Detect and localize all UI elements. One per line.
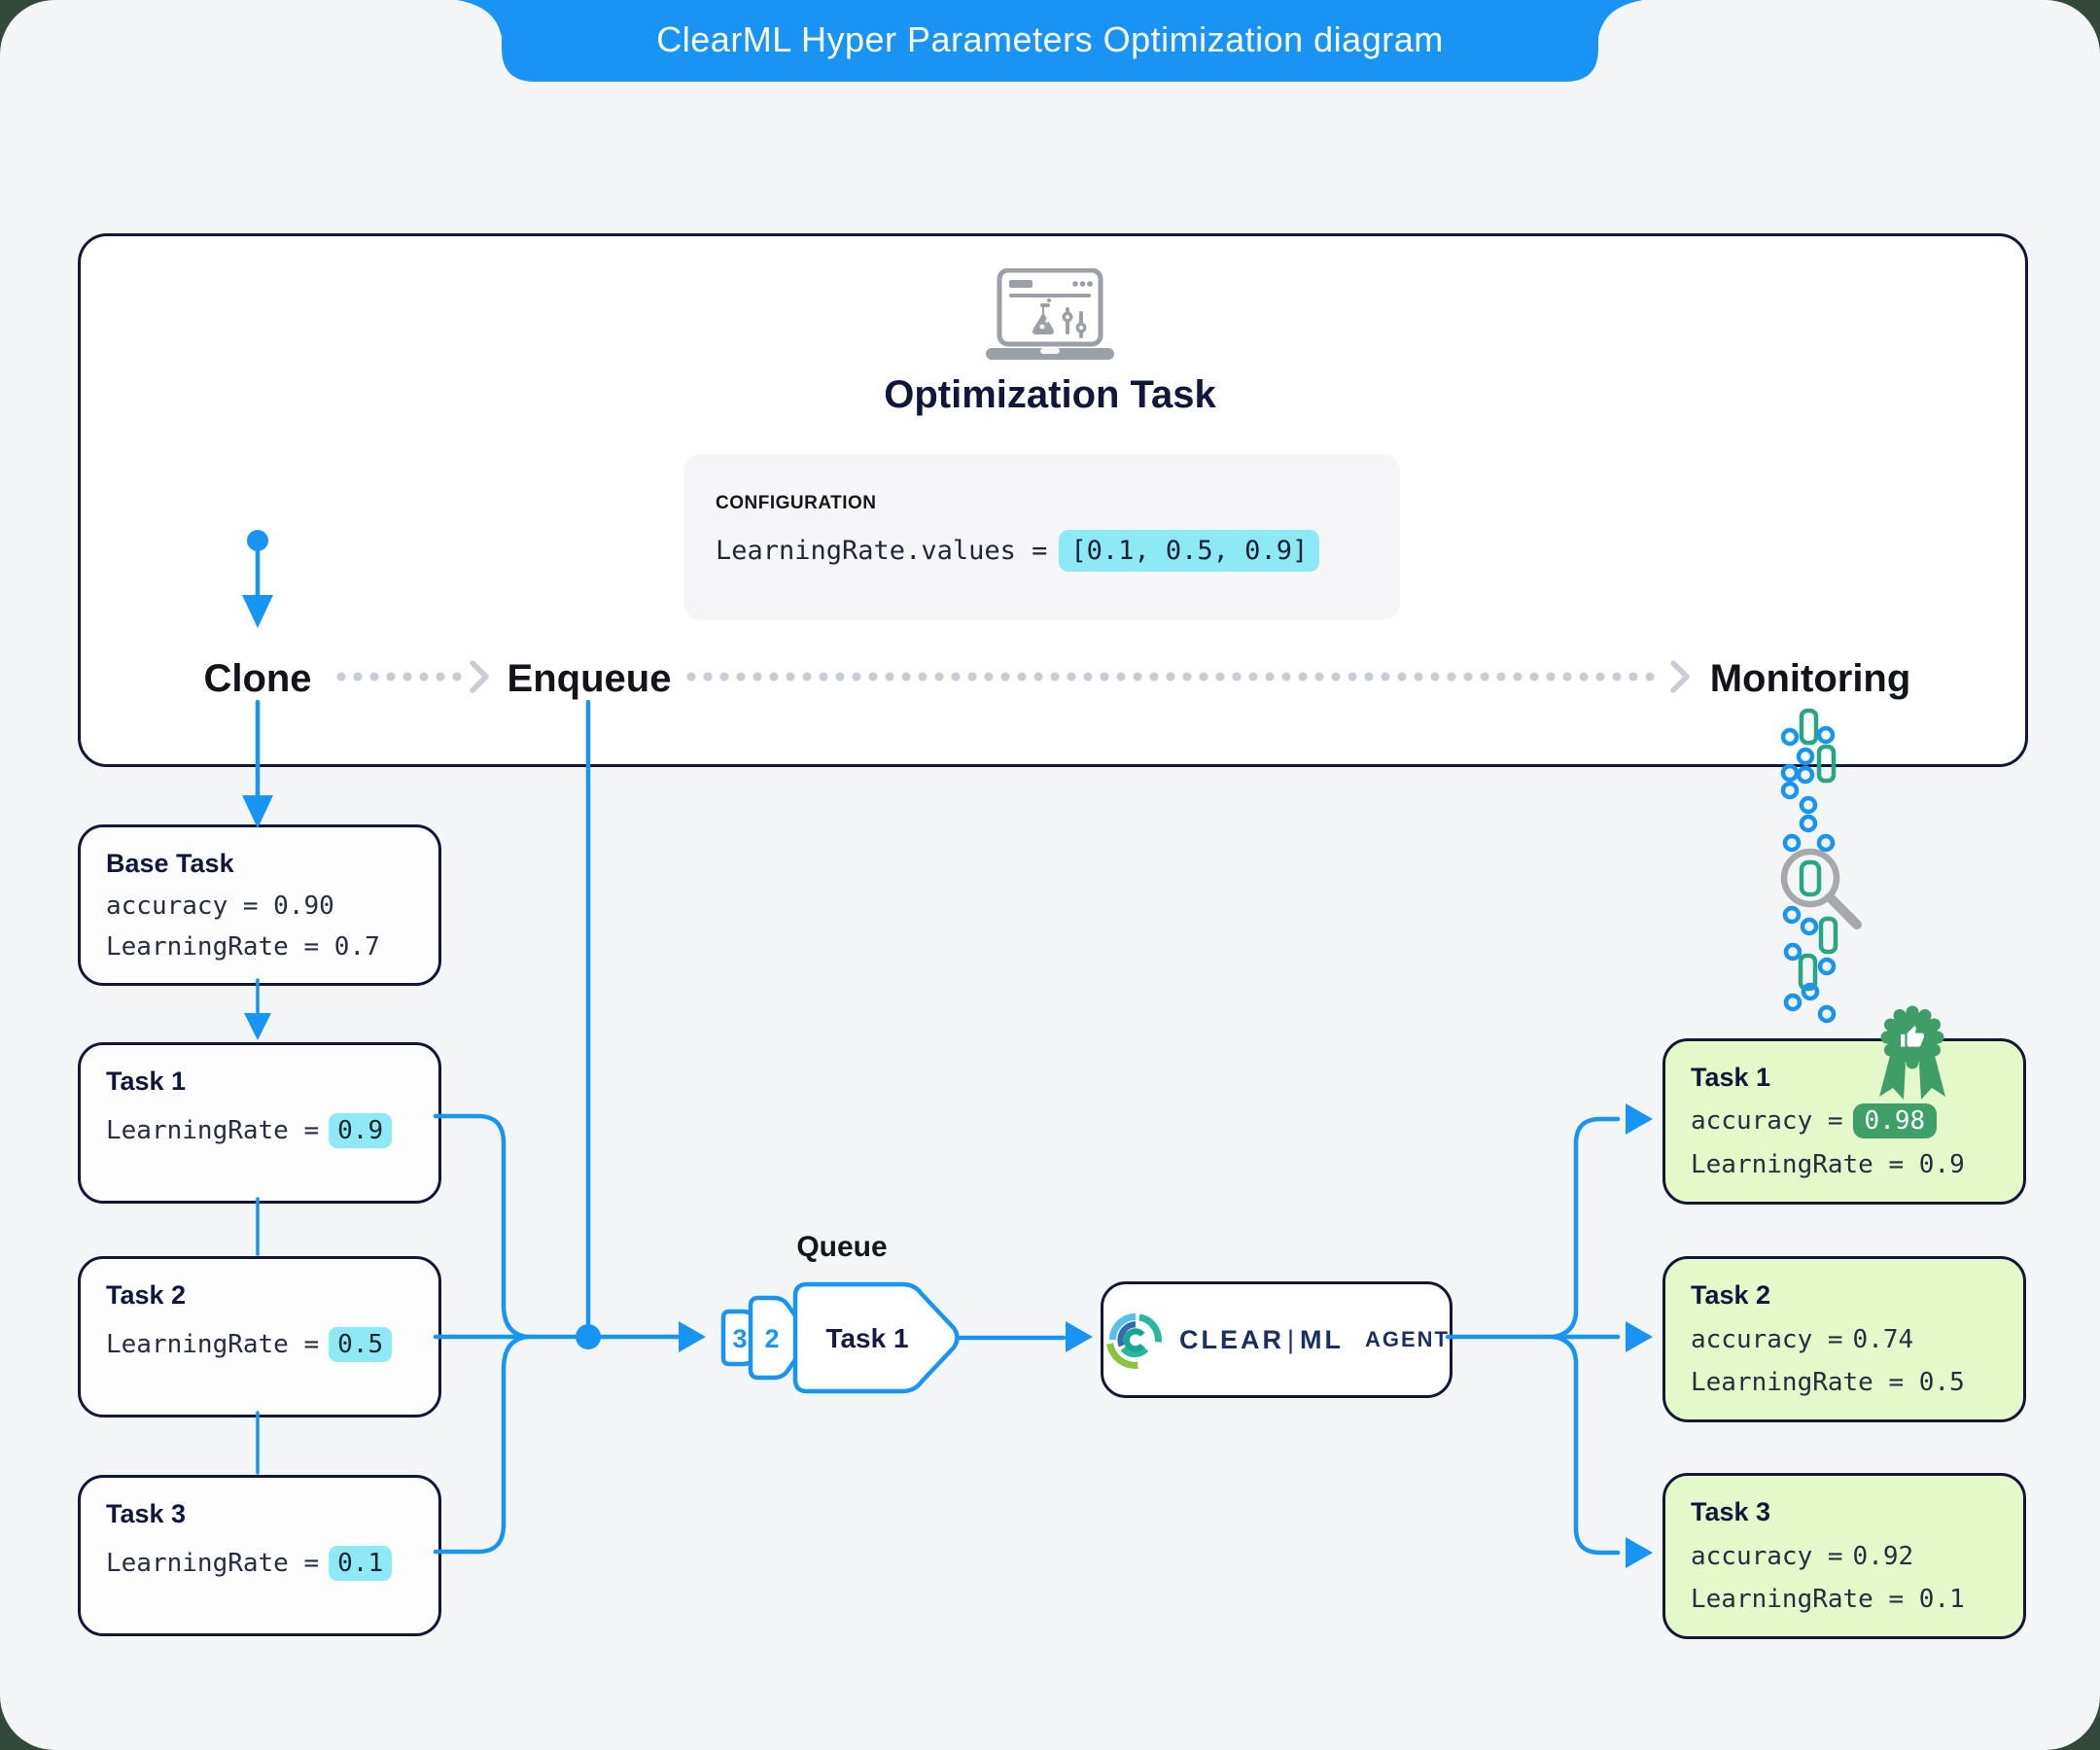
result-accuracy-row: accuracy = 0.92 [1691,1542,1913,1571]
param-label: LearningRate = [106,1549,320,1578]
result-title: Task 1 [1691,1063,1771,1092]
fan-in-task1 [433,1113,530,1340]
task-card-3: Task 3 LearningRate = 0.1 [78,1475,441,1636]
configuration-label: CONFIGURATION [716,493,877,513]
optimization-task-title: Optimization Task [884,373,1216,416]
result-title: Task 2 [1691,1280,1771,1310]
brand-ml: ML [1300,1324,1344,1354]
dotted-arrow-enqueue-monitoring [686,672,1659,682]
junction-dot [576,1324,601,1349]
brand-clear: CLEAR [1179,1324,1284,1354]
fan-out-task3 [1551,1334,1621,1556]
brand-divider: | [1287,1324,1298,1354]
queue-label: Queue [796,1231,888,1263]
laptop-experiment-icon [986,268,1114,360]
queue-position-2: 2 [764,1324,779,1353]
dotted-arrow-clone-enqueue [336,672,463,682]
queue-chevrons: 3 2 Task 1 [720,1281,960,1394]
task-title: Task 2 [106,1280,187,1310]
fan-out-task1 [1551,1116,1621,1340]
result-accuracy-row: accuracy = 0.98 [1691,1103,1938,1138]
clone-label: Clone [203,657,312,700]
base-task-learning-rate: LearningRate = 0.7 [106,932,380,962]
agent-label: AGENT [1365,1327,1450,1351]
task-card-2: Task 2 LearningRate = 0.5 [78,1256,441,1418]
task-title: Task 3 [106,1499,187,1528]
task-title: Task 1 [106,1067,187,1096]
task-learning-rate-row: LearningRate = 0.5 [106,1327,393,1362]
accuracy-value-highlight: 0.98 [1852,1103,1938,1138]
base-task-card: Base Task accuracy = 0.90 LearningRate =… [78,824,441,986]
clearml-logo-icon [1106,1312,1162,1369]
param-value-highlight: 0.1 [329,1546,393,1581]
magnifier-icon [1780,848,1862,929]
param-label: LearningRate = [106,1330,320,1359]
queue-position-3: 3 [732,1324,747,1353]
task-learning-rate-row: LearningRate = 0.1 [106,1546,393,1581]
result-learning-rate: LearningRate = 0.1 [1691,1585,1965,1614]
base-task-title: Base Task [106,849,234,878]
page-title: ClearML Hyper Parameters Optimization di… [656,19,1444,59]
accuracy-value: 0.92 [1852,1542,1914,1571]
accuracy-label: accuracy = [1691,1106,1843,1136]
result-card-1: Task 1 accuracy = 0.98 LearningRate = 0.… [1662,1038,2026,1205]
result-accuracy-row: accuracy = 0.74 [1691,1325,1913,1354]
clearml-agent-box: CLEAR | ML AGENT [1101,1281,1452,1398]
monitoring-label: Monitoring [1709,657,1911,700]
accuracy-label: accuracy = [1691,1325,1843,1354]
result-learning-rate: LearningRate = 0.9 [1691,1150,1965,1179]
queue-front-item: Task 1 [825,1323,908,1353]
task-learning-rate-row: LearningRate = 0.9 [106,1113,393,1148]
configuration-code: LearningRate.values = [0.1, 0.5, 0.9] [716,530,1320,572]
param-value-highlight: 0.5 [329,1327,393,1362]
fan-in-task3 [433,1334,530,1555]
result-card-3: Task 3 accuracy = 0.92 LearningRate = 0.… [1662,1473,2026,1639]
configuration-code-text: LearningRate.values = [716,536,1048,566]
enqueue-label: Enqueue [507,657,672,700]
result-learning-rate: LearningRate = 0.5 [1691,1368,1965,1397]
param-label: LearningRate = [106,1116,320,1145]
banner-shape [457,0,1643,82]
configuration-panel: CONFIGURATION LearningRate.values = [0.1… [683,454,1400,620]
base-task-accuracy: accuracy = 0.90 [106,892,334,921]
clearml-wordmark: CLEAR | ML [1179,1325,1344,1355]
accuracy-value: 0.74 [1852,1325,1914,1354]
result-card-2: Task 2 accuracy = 0.74 LearningRate = 0.… [1662,1256,2026,1422]
configuration-values-highlight: [0.1, 0.5, 0.9] [1059,530,1320,572]
result-title: Task 3 [1691,1497,1771,1526]
accuracy-label: accuracy = [1691,1542,1843,1571]
param-value-highlight: 0.9 [329,1113,393,1148]
task-card-1: Task 1 LearningRate = 0.9 [78,1042,441,1204]
